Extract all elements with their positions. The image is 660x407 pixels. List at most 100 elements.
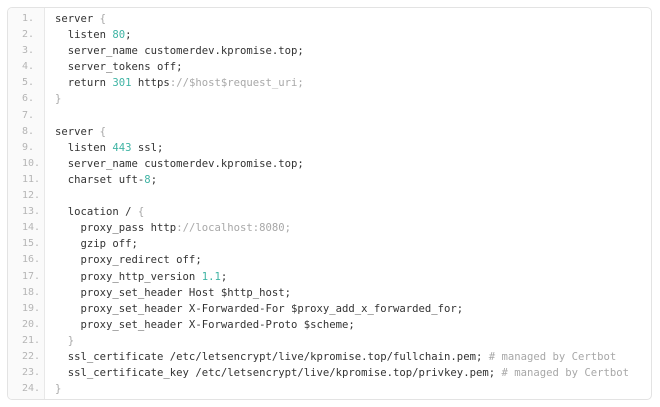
code-token: return <box>55 77 113 90</box>
code-token: server_tokens off; <box>55 61 183 74</box>
code-line: 20. proxy_set_header X-Forwarded-Proto $… <box>8 317 651 333</box>
line-code: ssl_certificate /etc/letsencrypt/live/kp… <box>44 349 617 365</box>
line-code: proxy_set_header X-Forwarded-For $proxy_… <box>44 301 464 317</box>
line-number: 16. <box>22 254 41 266</box>
code-token: proxy_pass http <box>55 222 177 235</box>
line-code: proxy_redirect off; <box>44 252 202 268</box>
line-code: proxy_set_header Host $http_host; <box>44 285 292 301</box>
line-code: proxy_set_header X-Forwarded-Proto $sche… <box>44 317 355 333</box>
line-code: charset uft-8; <box>44 172 157 188</box>
line-number: 1. <box>22 13 35 24</box>
code-token: } <box>55 334 75 347</box>
code-line: 11. charset uft-8; <box>8 172 651 188</box>
line-number: 21. <box>22 334 41 346</box>
line-number: 15. <box>22 238 41 250</box>
code-line: 10. server_name customerdev.kpromise.top… <box>8 156 651 172</box>
code-line: 9. listen 443 ssl; <box>8 140 651 156</box>
line-number: 14. <box>22 222 41 234</box>
line-number: 8. <box>22 125 35 137</box>
code-token: ssl_certificate_key /etc/letsencrypt/liv… <box>55 367 502 380</box>
line-number-gutter <box>8 8 45 399</box>
code-token: proxy_http_version <box>55 270 202 283</box>
line-number: 12. <box>22 190 41 202</box>
line-code: listen 80; <box>44 27 132 43</box>
code-line: 3. server_name customerdev.kpromise.top; <box>8 43 651 59</box>
code-token: ssl; <box>131 141 164 154</box>
code-line: 23. ssl_certificate_key /etc/letsencrypt… <box>8 365 651 381</box>
line-code <box>44 108 55 124</box>
line-number: 18. <box>22 286 41 298</box>
code-token: } <box>55 383 62 396</box>
code-line: 17. proxy_http_version 1.1; <box>8 269 651 285</box>
line-number: 22. <box>22 350 41 362</box>
code-line: 1. server { <box>8 11 651 27</box>
code-lines: 1.server {2. listen 80;3. server_name cu… <box>8 11 651 397</box>
code-token: proxy_redirect off; <box>55 254 202 267</box>
code-token: } <box>55 93 62 106</box>
code-token: server_name customerdev.kpromise.top; <box>55 157 304 170</box>
code-line: 6.} <box>8 91 651 107</box>
code-token: ://localhost:8080; <box>176 222 291 235</box>
line-number: 3. <box>22 45 35 57</box>
code-line: 7. <box>8 108 651 124</box>
line-number: 2. <box>22 29 35 41</box>
line-code: } <box>44 333 74 349</box>
line-code: ssl_certificate_key /etc/letsencrypt/liv… <box>44 365 629 381</box>
code-token: ; <box>220 270 228 283</box>
line-number: 6. <box>22 93 35 105</box>
code-token: location / <box>55 206 138 219</box>
line-code: } <box>44 381 61 397</box>
code-line: 21. } <box>8 333 651 349</box>
code-token: { <box>137 206 145 219</box>
code-token: # managed by Certbot <box>488 350 617 363</box>
code-token: ; <box>125 29 132 42</box>
line-code: proxy_pass http://localhost:8080; <box>44 220 292 236</box>
code-token: https <box>131 77 170 90</box>
code-token: { <box>99 125 107 138</box>
line-code: proxy_http_version 1.1; <box>44 269 228 285</box>
line-code: gzip off; <box>44 236 138 252</box>
code-token: proxy_set_header X-Forwarded-For $proxy_… <box>55 302 464 315</box>
code-line: 5. return 301 https://$host$request_uri; <box>8 75 651 91</box>
code-line: 4. server_tokens off; <box>8 59 651 75</box>
line-code: server { <box>44 124 106 140</box>
line-number: 13. <box>22 206 41 218</box>
line-number: 19. <box>22 302 41 314</box>
code-line: 13. location / { <box>8 204 651 220</box>
line-number: 23. <box>22 367 41 379</box>
line-code: } <box>44 91 61 107</box>
line-number: 20. <box>22 318 41 330</box>
line-number: 10. <box>22 157 41 169</box>
line-code <box>44 188 55 204</box>
code-token: { <box>99 13 107 25</box>
line-number: 24. <box>22 383 41 395</box>
code-token: ssl_certificate /etc/letsencrypt/live/kp… <box>55 350 489 363</box>
code-token: 80 <box>112 29 126 42</box>
code-token: proxy_set_header X-Forwarded-Proto $sche… <box>55 318 355 331</box>
line-code: server_name customerdev.kpromise.top; <box>44 156 304 172</box>
line-number: 5. <box>22 77 35 89</box>
line-code: server_tokens off; <box>44 59 183 75</box>
code-line: 19. proxy_set_header X-Forwarded-For $pr… <box>8 301 651 317</box>
code-line: 24.} <box>8 381 651 397</box>
code-line: 14. proxy_pass http://localhost:8080; <box>8 220 651 236</box>
code-token: proxy_set_header Host $http_host; <box>55 286 292 299</box>
code-token: ; <box>150 173 158 186</box>
code-token: 1.1 <box>201 270 221 283</box>
code-line: 16. proxy_redirect off; <box>8 252 651 268</box>
code-token: 301 <box>112 77 132 90</box>
code-line: 18. proxy_set_header Host $http_host; <box>8 285 651 301</box>
code-line: 15. gzip off; <box>8 236 651 252</box>
line-code: server { <box>44 11 106 27</box>
code-token: ://$host$request_uri; <box>169 77 304 90</box>
code-token: listen <box>55 141 113 154</box>
code-token: charset uft- <box>55 173 145 186</box>
code-line: 8. server { <box>8 124 651 140</box>
code-token: server_name customerdev.kpromise.top; <box>55 45 304 58</box>
code-token: server <box>55 13 100 25</box>
code-token: 8 <box>144 173 151 186</box>
code-token: 443 <box>112 141 132 154</box>
line-code: location / { <box>44 204 145 220</box>
line-number: 9. <box>22 141 35 153</box>
code-line: 22. ssl_certificate /etc/letsencrypt/liv… <box>8 349 651 365</box>
